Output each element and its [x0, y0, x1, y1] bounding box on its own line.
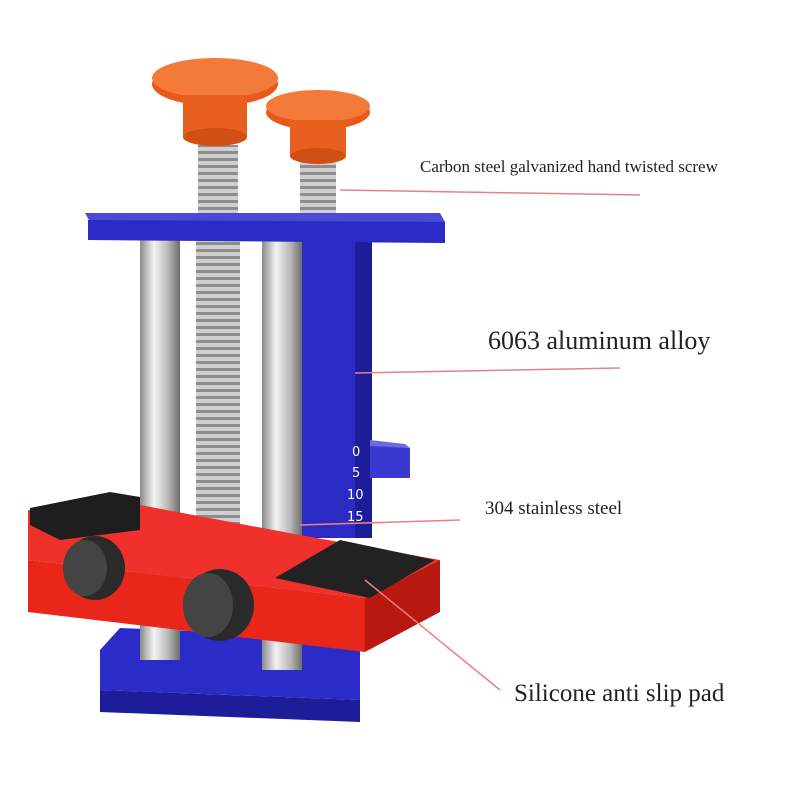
scale-tick: 0 [352, 445, 360, 460]
scale-markings: 0 5 10 15 [347, 445, 364, 525]
label-pad: Silicone anti slip pad [514, 680, 725, 707]
screw-shaft-left [198, 145, 238, 220]
threaded-screw [196, 240, 240, 540]
orange-knob-left-icon [152, 58, 278, 146]
scale-tick: 15 [347, 510, 364, 525]
screw-shaft-right [300, 160, 336, 218]
scale-tick: 5 [352, 466, 360, 481]
black-knob-left-icon [63, 536, 125, 600]
label-stainless: 304 stainless steel [485, 498, 623, 519]
black-knob-right-icon [183, 569, 254, 641]
silicone-pads [30, 492, 435, 598]
label-aluminum: 6063 aluminum alloy [488, 326, 711, 355]
label-screw: Carbon steel galvanized hand twisted scr… [420, 157, 718, 176]
aluminum-column [300, 238, 410, 538]
scale-tick: 10 [347, 488, 364, 503]
orange-knob-right-icon [266, 90, 370, 164]
leader-lines [299, 189, 641, 691]
top-plate [85, 213, 445, 243]
